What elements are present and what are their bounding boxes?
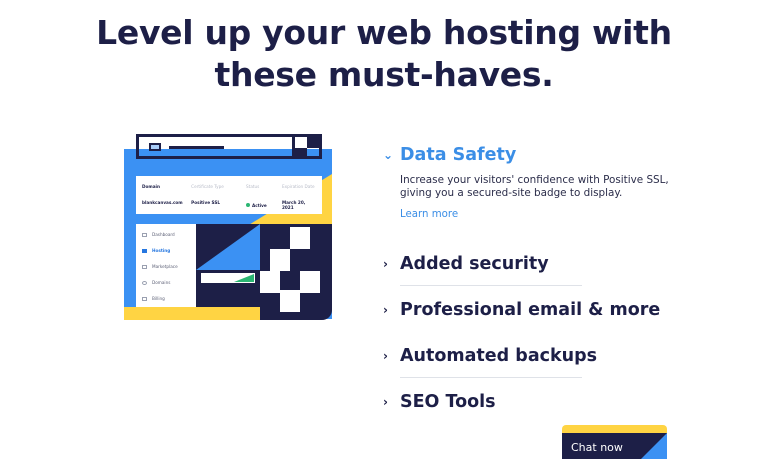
yellow-bottom-bar — [124, 307, 264, 320]
accordion-item-professional-email: › Professional email & more — [383, 297, 673, 323]
accordion-item-automated-backups: › Automated backups — [383, 343, 673, 369]
blue-corner-triangle-icon — [641, 433, 667, 459]
address-line — [169, 146, 224, 149]
accordion-toggle-automated-backups[interactable]: › Automated backups — [383, 346, 598, 366]
accordion-toggle-data-safety[interactable]: ⌄ Data Safety — [383, 145, 517, 165]
headline-line-1: Level up your web hosting with — [96, 13, 672, 52]
grid-icon — [142, 232, 147, 237]
table-row: blankcanvas.com Positive SSL Active Marc… — [142, 200, 306, 210]
card-icon — [142, 296, 147, 301]
accordion-item-data-safety: ⌄ Data Safety Increase your visitors' co… — [383, 142, 673, 221]
chevron-right-icon: › — [383, 349, 388, 363]
divider — [400, 331, 582, 332]
ssl-table-card: Domain Certificate Type Status Expiratio… — [136, 176, 322, 214]
sidebar-item-marketplace: Marketplace — [142, 264, 178, 269]
hosting-dashboard-illustration: Domain Certificate Type Status Expiratio… — [124, 134, 334, 320]
feature-description: Increase your visitors' confidence with … — [400, 174, 669, 199]
accordion-toggle-added-security[interactable]: › Added security — [383, 254, 549, 274]
window-icon — [149, 143, 161, 151]
table-header-row: Domain Certificate Type Status Expiratio… — [142, 184, 315, 189]
browser-bar-graphic — [136, 134, 322, 159]
dashboard-sidebar-graphic: Dashboard Hosting Marketplace Domains Bi… — [136, 224, 196, 307]
checkerboard-graphic — [260, 224, 332, 320]
status-active-dot-icon — [246, 203, 251, 207]
server-icon — [142, 248, 147, 253]
accordion-item-seo-tools: › SEO Tools — [383, 389, 673, 415]
divider — [400, 377, 582, 378]
chevron-down-icon: ⌄ — [383, 148, 394, 162]
progress-bar-graphic — [201, 273, 255, 283]
features-accordion: ⌄ Data Safety Increase your visitors' co… — [383, 142, 673, 415]
globe-icon — [142, 280, 147, 285]
accordion-item-added-security: › Added security — [383, 251, 673, 277]
sidebar-item-billing: Billing — [142, 296, 165, 301]
sidebar-item-dashboard: Dashboard — [142, 232, 175, 237]
page-headline: Level up your web hosting with these mus… — [0, 12, 768, 96]
sidebar-item-domains: Domains — [142, 280, 170, 285]
sidebar-item-hosting: Hosting — [142, 248, 170, 253]
chevron-right-icon: › — [383, 303, 388, 317]
learn-more-link[interactable]: Learn more — [400, 209, 459, 220]
headline-line-2: these must-haves. — [214, 55, 554, 94]
chevron-right-icon: › — [383, 395, 388, 409]
chat-now-button[interactable]: Chat now — [562, 425, 667, 459]
chevron-right-icon: › — [383, 257, 388, 271]
accordion-toggle-professional-email[interactable]: › Professional email & more — [383, 300, 661, 320]
chat-now-label: Chat now — [571, 441, 623, 454]
accordion-panel-data-safety: Increase your visitors' confidence with … — [383, 174, 673, 221]
accordion-toggle-seo-tools[interactable]: › SEO Tools — [383, 392, 496, 412]
store-icon — [142, 264, 147, 269]
divider — [400, 285, 582, 286]
